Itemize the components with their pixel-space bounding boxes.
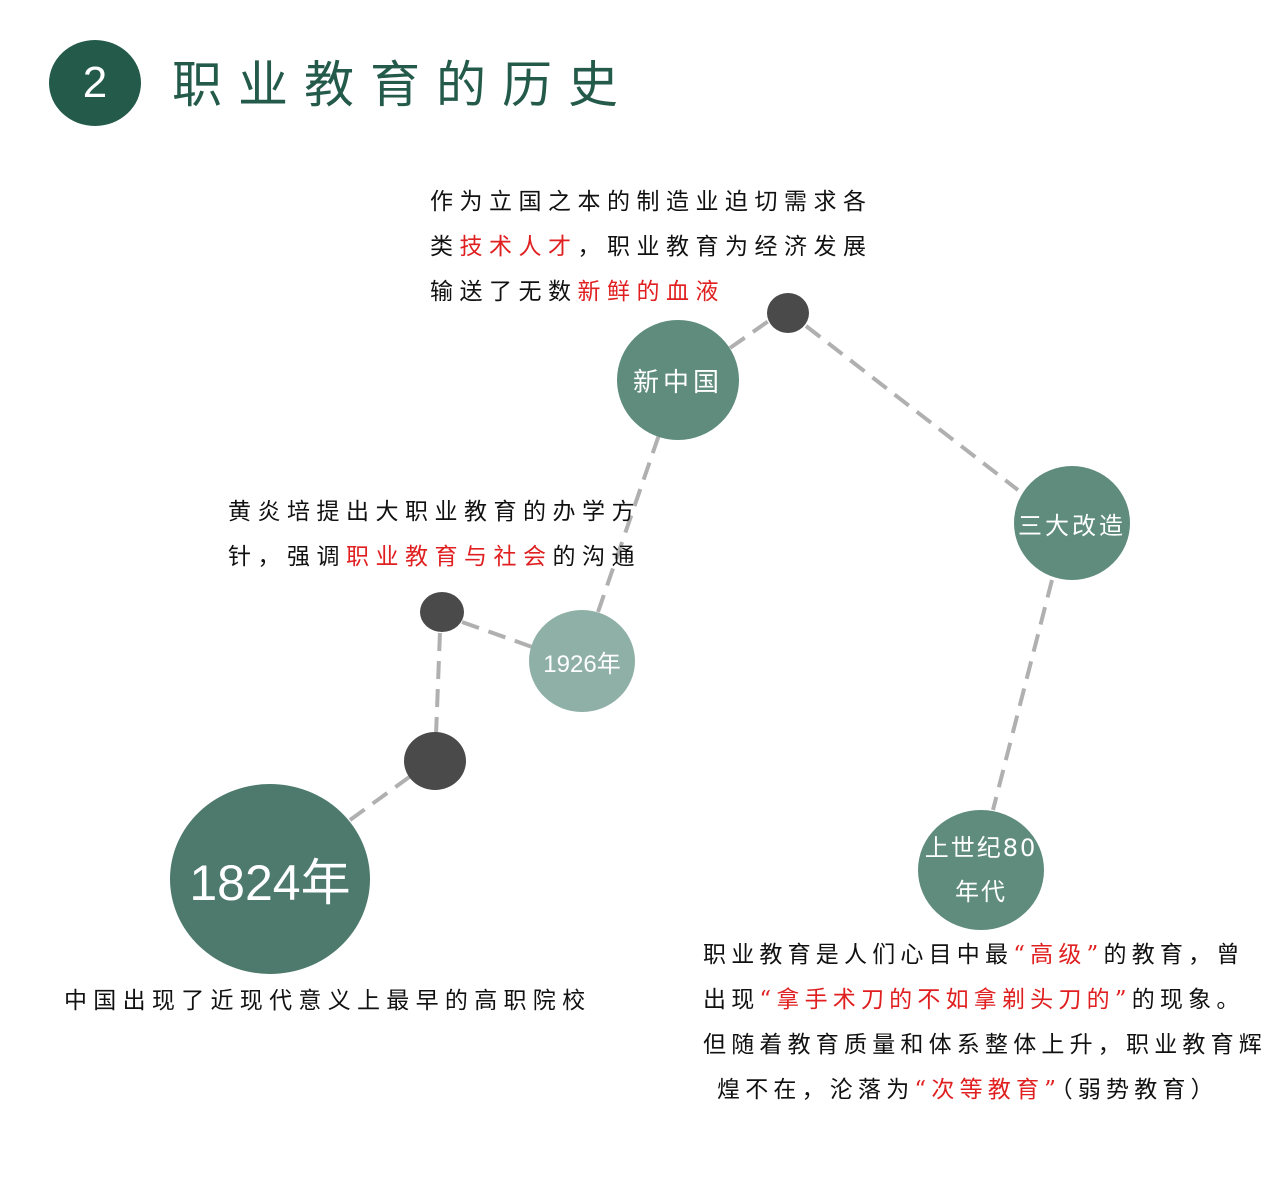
note-text: 的现象。 bbox=[1131, 987, 1245, 1013]
note-text: ，职业教育为经济发展 bbox=[577, 234, 873, 260]
note-text: 类 bbox=[430, 234, 460, 260]
timeline-dot-lower bbox=[404, 732, 466, 790]
note-1926: 黄炎培提出大职业教育的办学方 针，强调职业教育与社会的沟通 bbox=[228, 490, 641, 580]
connector-newchina-to-dot1 bbox=[728, 318, 772, 350]
connector-dot3-to-dot2 bbox=[434, 631, 442, 736]
note-text: 出现 bbox=[703, 987, 760, 1013]
note-1980s-line4: 煌不在，沦落为“次等教育”（弱势教育） bbox=[703, 1068, 1267, 1113]
node-1926-label: 1926年 bbox=[543, 650, 621, 678]
node-1980s-line1: 上世纪80 bbox=[924, 834, 1038, 862]
note-1980s-line3: 但随着教育质量和体系整体上升，职业教育辉 bbox=[703, 1032, 1267, 1058]
note-1980s-line1: 职业教育是人们心目中最“高级”的教育，曾 bbox=[703, 933, 1267, 978]
note-1980s-line2: 出现“拿手术刀的不如拿剃头刀的”的现象。 bbox=[703, 978, 1267, 1023]
note-1926-line1: 黄炎培提出大职业教育的办学方 bbox=[228, 499, 641, 525]
note-text: 煌不在，沦落为 bbox=[717, 1077, 915, 1103]
highlight-text: 新鲜的血液 bbox=[577, 279, 725, 305]
node-new-china-label: 新中国 bbox=[632, 367, 723, 398]
note-1824: 中国出现了近现代意义上最早的高职院校 bbox=[64, 983, 591, 1019]
highlight-text: 技术人才 bbox=[459, 234, 578, 260]
node-new-china: 新中国 bbox=[617, 320, 739, 440]
note-1980s: 职业教育是人们心目中最“高级”的教育，曾 出现“拿手术刀的不如拿剃头刀的”的现象… bbox=[703, 933, 1267, 1113]
note-new-china: 作为立国之本的制造业迫切需求各 类技术人才，职业教育为经济发展 输送了无数新鲜的… bbox=[430, 180, 873, 315]
section-number-badge: 2 bbox=[49, 40, 141, 126]
node-1824: 1824年 bbox=[170, 784, 370, 974]
page-title: 职业教育的历史 bbox=[172, 56, 634, 114]
note-text: （弱势教育） bbox=[1061, 1077, 1219, 1103]
note-text: 的沟通 bbox=[552, 544, 641, 570]
node-1980s: 上世纪80 年代 bbox=[918, 810, 1044, 930]
node-1824-label: 1824年 bbox=[189, 855, 351, 911]
note-new-china-line2: 类技术人才，职业教育为经济发展 bbox=[430, 225, 873, 270]
connector-threereforms-to-eighties bbox=[991, 579, 1054, 811]
node-1980s-line2: 年代 bbox=[955, 878, 1007, 906]
connector-1824-to-dot3 bbox=[348, 760, 432, 822]
note-1824-line1: 中国出现了近现代意义上最早的高职院校 bbox=[64, 988, 592, 1014]
note-text: 输送了无数 bbox=[430, 279, 578, 305]
connector-dot2-to-1926 bbox=[461, 620, 536, 650]
note-1926-line2: 针，强调职业教育与社会的沟通 bbox=[228, 535, 641, 580]
timeline-dot-upper bbox=[767, 293, 809, 333]
highlight-text: “拿手术刀的不如拿剃头刀的” bbox=[759, 987, 1132, 1013]
note-text: 职业教育是人们心目中最 bbox=[703, 942, 1014, 968]
node-1926: 1926年 bbox=[529, 610, 635, 712]
highlight-text: “次等教育” bbox=[914, 1077, 1062, 1103]
node-three-reforms: 三大改造 bbox=[1014, 466, 1130, 580]
connector-1926-to-newchina bbox=[596, 431, 662, 613]
connector-dot1-to-threereforms bbox=[804, 324, 1020, 492]
node-three-reforms-label: 三大改造 bbox=[1018, 511, 1126, 540]
note-text: 针，强调 bbox=[228, 544, 346, 570]
highlight-text: “高级” bbox=[1013, 942, 1104, 968]
note-text: 的教育，曾 bbox=[1103, 942, 1245, 968]
section-number: 2 bbox=[82, 58, 108, 107]
note-new-china-line3: 输送了无数新鲜的血液 bbox=[430, 270, 873, 315]
note-new-china-line1: 作为立国之本的制造业迫切需求各 bbox=[430, 189, 873, 215]
highlight-text: 职业教育与社会 bbox=[346, 544, 553, 570]
timeline-dot-middle bbox=[420, 592, 464, 632]
